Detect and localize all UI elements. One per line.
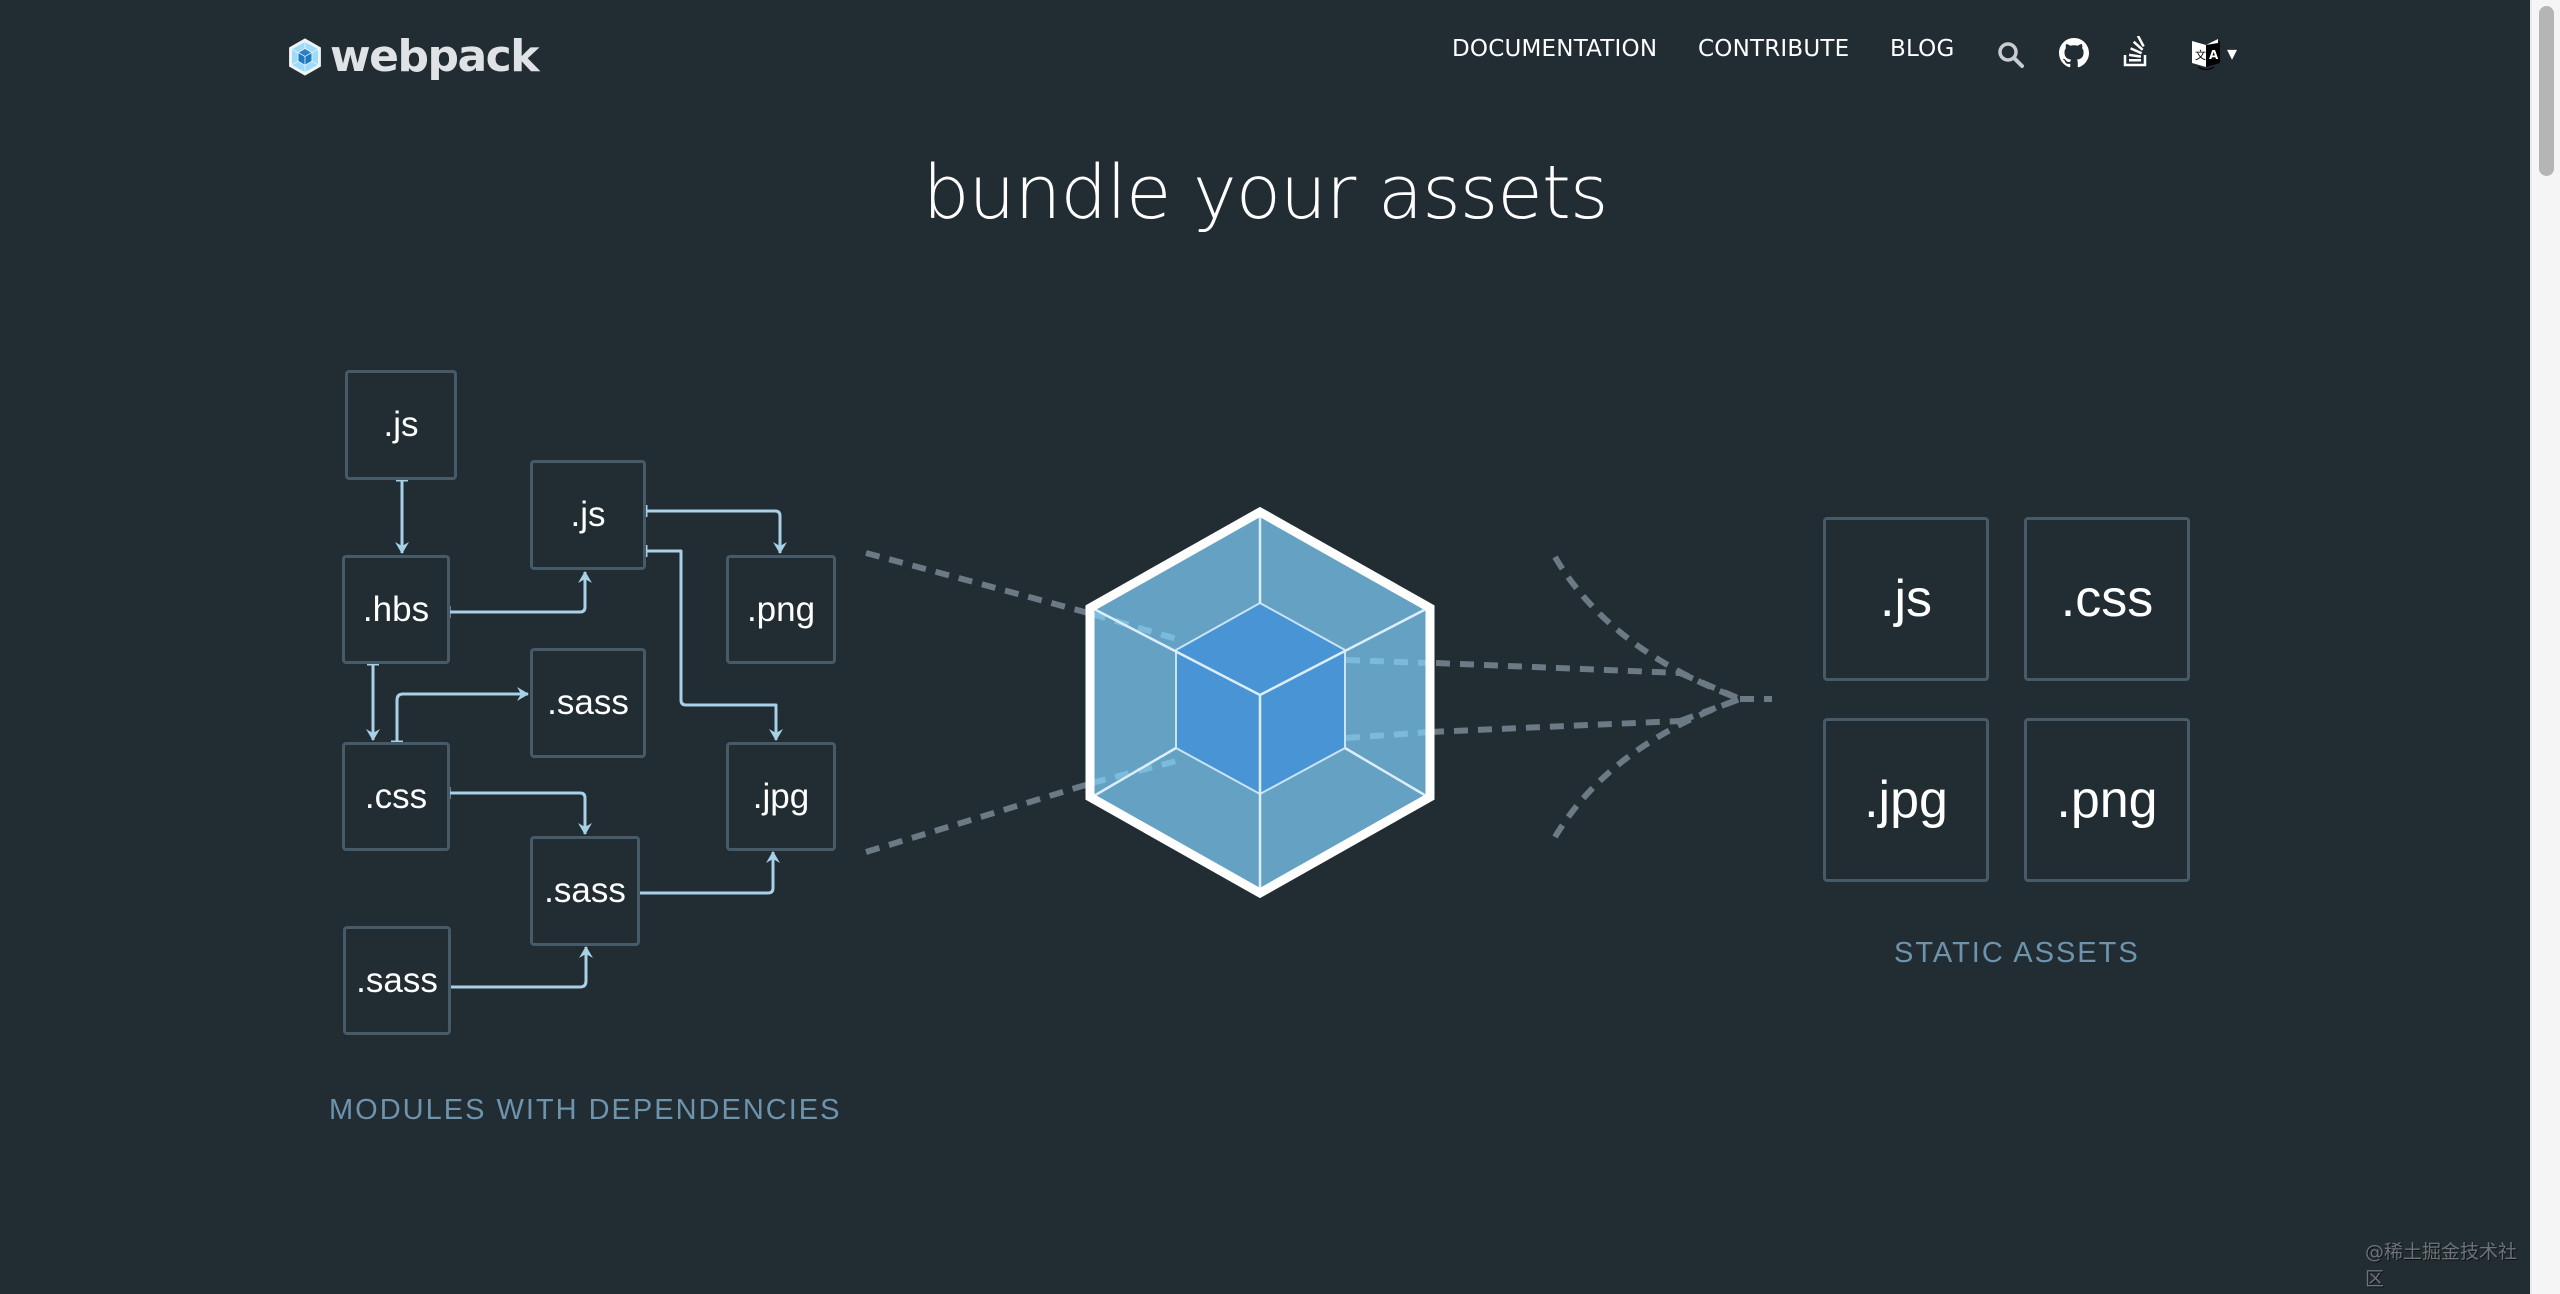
svg-text:A: A	[2209, 48, 2219, 62]
asset-label: .css	[2060, 570, 2154, 628]
stackoverflow-icon[interactable]	[2122, 36, 2150, 68]
github-icon[interactable]	[2059, 38, 2089, 68]
scrollbar-thumb[interactable]	[2539, 6, 2554, 176]
webpack-logo-icon	[289, 38, 321, 76]
module-label: .css	[364, 776, 428, 816]
search-icon[interactable]	[1996, 40, 2026, 70]
module-box-png: .png	[726, 555, 836, 664]
module-label: .js	[570, 495, 606, 534]
language-icon[interactable]: 文 A	[2190, 37, 2222, 71]
asset-label: .png	[2056, 771, 2158, 829]
webpack-logo-link[interactable]: webpack	[288, 20, 540, 94]
webpack-cube-icon	[1085, 506, 1435, 899]
nav-contribute-link[interactable]: CONTRIBUTE	[1698, 36, 1850, 62]
asset-label: .js	[1880, 570, 1932, 628]
nav-blog-link[interactable]: BLOG	[1890, 36, 1955, 62]
module-box-sass-3: .sass	[343, 926, 451, 1035]
module-label: .sass	[547, 683, 629, 722]
module-box-sass-2: .sass	[530, 836, 640, 946]
asset-box-css: .css	[2024, 517, 2190, 681]
module-box-js: .js	[345, 370, 457, 480]
modules-caption: MODULES WITH DEPENDENCIES	[329, 1094, 842, 1126]
module-box-js-2: .js	[530, 460, 646, 570]
module-label: .png	[746, 589, 816, 629]
asset-box-png: .png	[2024, 718, 2190, 882]
module-box-jpg: .jpg	[726, 742, 836, 851]
module-box-css: .css	[342, 742, 450, 851]
asset-box-js: .js	[1823, 517, 1989, 681]
watermark: @稀土掘金技术社区	[2365, 1241, 2518, 1290]
module-box-hbs: .hbs	[342, 555, 450, 664]
module-label: .jpg	[752, 776, 810, 816]
asset-box-jpg: .jpg	[1823, 718, 1989, 882]
module-label: .hbs	[362, 589, 430, 629]
dashed-flow-lines	[865, 550, 1772, 855]
vertical-scrollbar[interactable]	[2530, 0, 2560, 1294]
language-dropdown-arrow-icon[interactable]: ▾	[2227, 41, 2238, 65]
module-label: .js	[383, 405, 419, 444]
static-assets-caption: STATIC ASSETS	[1894, 937, 2140, 969]
svg-text:文: 文	[2195, 48, 2206, 62]
module-label: .sass	[356, 960, 438, 1000]
asset-label: .jpg	[1864, 771, 1948, 829]
nav-documentation-link[interactable]: DOCUMENTATION	[1452, 36, 1658, 62]
module-box-sass-1: .sass	[530, 648, 646, 758]
module-label: .sass	[544, 871, 626, 910]
logo-wordmark: webpack	[329, 31, 540, 82]
page-title: bundle your assets	[922, 150, 1609, 236]
